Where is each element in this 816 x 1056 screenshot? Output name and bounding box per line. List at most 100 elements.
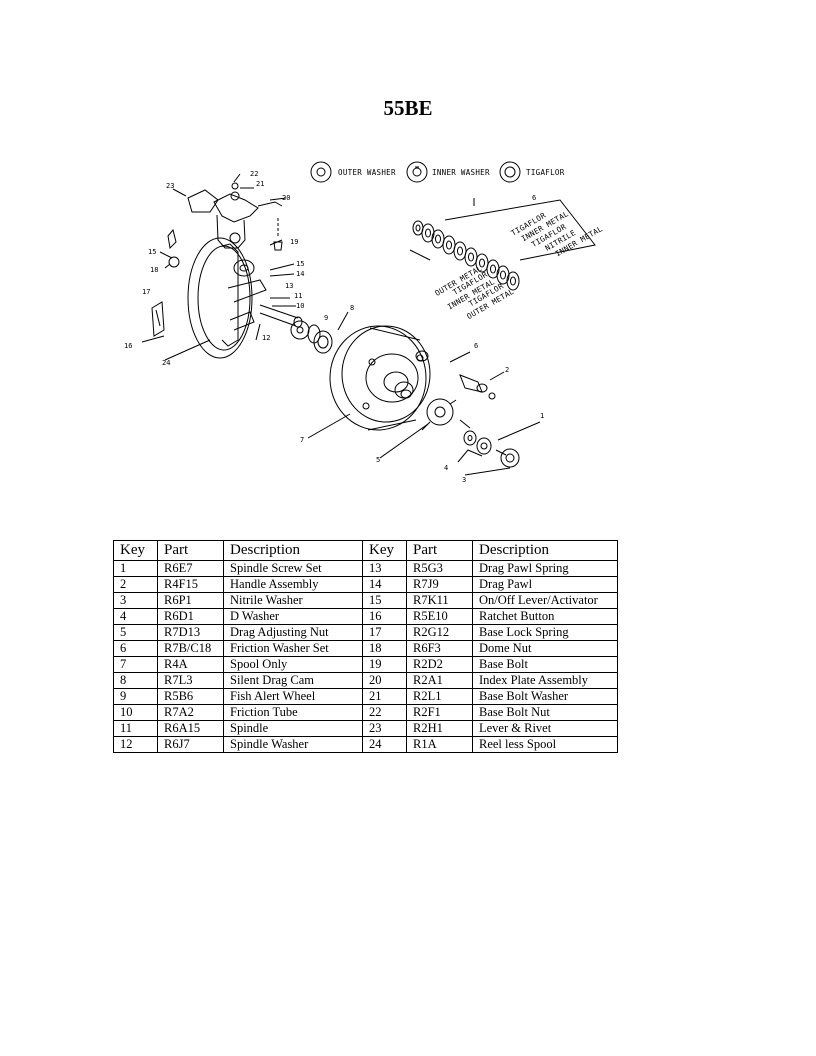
washer-set-small <box>463 430 520 468</box>
key-label-20: 20 <box>282 194 290 202</box>
cell-part: R7L3 <box>157 672 224 689</box>
cell-key: 18 <box>362 640 407 657</box>
cell-description: Drag Adjusting Nut <box>223 624 363 641</box>
cell-key: 14 <box>362 576 407 593</box>
cell-description: Fish Alert Wheel <box>223 688 363 705</box>
cell-part: R7K11 <box>406 592 473 609</box>
legend-outer-washer-label: OUTER WASHER <box>338 168 396 177</box>
cell-part: R6P1 <box>157 592 224 609</box>
cell-part: R6J7 <box>157 736 224 753</box>
cell-part: R7B/C18 <box>157 640 224 657</box>
key-label-15: 15 <box>296 260 304 268</box>
header-part: Part <box>157 540 224 561</box>
cell-key: 2 <box>113 576 158 593</box>
key-label-15-left: 15 <box>148 248 156 256</box>
cell-part: R4F15 <box>157 576 224 593</box>
cell-key: 6 <box>113 640 158 657</box>
cell-description: Handle Assembly <box>223 576 363 593</box>
legend-tigaflor-label: TIGAFLOR <box>526 168 565 177</box>
cell-key: 16 <box>362 608 407 625</box>
key-label-19: 19 <box>290 238 298 246</box>
drag-adjusting-nut <box>421 398 471 431</box>
cell-key: 12 <box>113 736 158 753</box>
cell-part: R2L1 <box>406 688 473 705</box>
header-description-2: Description <box>472 540 618 561</box>
key-label-14: 14 <box>296 270 304 278</box>
key-label-5: 5 <box>376 456 380 464</box>
base-plate-assembly <box>151 182 333 359</box>
cell-description: On/Off Lever/Activator <box>472 592 618 609</box>
cell-description: Ratchet Button <box>472 608 618 625</box>
header-part-2: Part <box>406 540 473 561</box>
key-label-11: 11 <box>294 292 302 300</box>
cell-part: R5E10 <box>406 608 473 625</box>
key-label-9: 9 <box>324 314 328 322</box>
cell-part: R5G3 <box>406 560 473 577</box>
cell-description: Dome Nut <box>472 640 618 657</box>
cell-key: 1 <box>113 560 158 577</box>
cell-key: 5 <box>113 624 158 641</box>
cell-part: R5B6 <box>157 688 224 705</box>
cell-key: 20 <box>362 672 407 689</box>
key-label-13: 13 <box>285 282 293 290</box>
cell-key: 17 <box>362 624 407 641</box>
spool <box>329 325 431 431</box>
cell-part: R6D1 <box>157 608 224 625</box>
cell-description: Reel less Spool <box>472 736 618 753</box>
key-label-17: 17 <box>142 288 150 296</box>
cell-key: 23 <box>362 720 407 737</box>
parts-table-header-row: Key Part Description Key Part Descriptio… <box>113 540 618 561</box>
key-label-2: 2 <box>505 366 509 374</box>
cell-key: 10 <box>113 704 158 721</box>
cell-part: R2H1 <box>406 720 473 737</box>
cell-key: 24 <box>362 736 407 753</box>
key-label-21: 21 <box>256 180 264 188</box>
key-label-8: 8 <box>350 304 354 312</box>
cell-part: R6E7 <box>157 560 224 577</box>
friction-washer-stack <box>412 220 520 291</box>
cell-description: Base Bolt Nut <box>472 704 618 721</box>
cell-description: Friction Washer Set <box>223 640 363 657</box>
cell-part: R2F1 <box>406 704 473 721</box>
cell-part: R6F3 <box>406 640 473 657</box>
key-label-16: 16 <box>124 342 132 350</box>
page-title: 55BE <box>383 96 433 120</box>
key-label-3: 3 <box>462 476 466 484</box>
cell-part: R6A15 <box>157 720 224 737</box>
header-key-2: Key <box>362 540 407 561</box>
cell-part: R7J9 <box>406 576 473 593</box>
inner-washer-legend-icon <box>406 161 428 183</box>
cell-part: R7D13 <box>157 624 224 641</box>
cell-description: Spindle <box>223 720 363 737</box>
legend-inner-washer-label: INNER WASHER <box>432 168 490 177</box>
tigaflor-legend-icon <box>499 161 521 183</box>
cell-part: R2A1 <box>406 672 473 689</box>
cell-part: R7A2 <box>157 704 224 721</box>
cell-description: Nitrile Washer <box>223 592 363 609</box>
key-label-1: 1 <box>540 412 544 420</box>
cell-description: Index Plate Assembly <box>472 672 618 689</box>
cell-description: Silent Drag Cam <box>223 672 363 689</box>
cell-key: 21 <box>362 688 407 705</box>
cell-description: Base Lock Spring <box>472 624 618 641</box>
key-label-24: 24 <box>162 359 170 367</box>
key-label-6-stack: 6 <box>532 194 536 202</box>
cell-description: Base Bolt <box>472 656 618 673</box>
cell-description: Base Bolt Washer <box>472 688 618 705</box>
cell-description: Friction Tube <box>223 704 363 721</box>
cell-description: Spool Only <box>223 656 363 673</box>
key-label-7: 7 <box>300 436 304 444</box>
key-label-23: 23 <box>166 182 174 190</box>
cell-key: 19 <box>362 656 407 673</box>
exploded-parts-diagram: OUTER WASHER INNER WASHER TIGAFLOR OUTER… <box>124 161 604 484</box>
cell-description: Spindle Screw Set <box>223 560 363 577</box>
key-label-22: 22 <box>250 170 258 178</box>
key-label-12: 12 <box>262 334 270 342</box>
